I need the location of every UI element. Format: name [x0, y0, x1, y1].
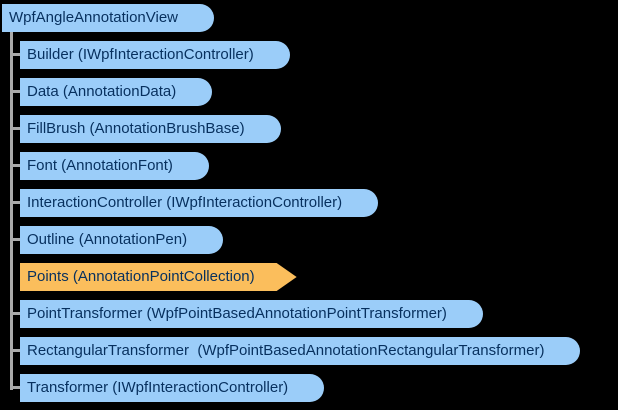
tree-node-rectangulartransformer[interactable]: RectangularTransformer (WpfPointBasedAnn…: [9, 337, 581, 365]
tree-node-builder[interactable]: Builder (IWpfInteractionController): [10, 41, 290, 69]
tree-node-interactioncontroller[interactable]: InteractionController (IWpfInteractionCo…: [9, 189, 379, 217]
tree-node-points-selected[interactable]: Points (AnnotationPointCollection): [20, 263, 297, 291]
tree-node-outline[interactable]: Outline (AnnotationPen): [9, 226, 224, 254]
tree-node-pointtransformer[interactable]: PointTransformer (WpfPointBasedAnnotatio…: [10, 300, 483, 328]
tree-node-font[interactable]: Font (AnnotationFont): [10, 152, 209, 180]
property-tree: WpfAngleAnnotationView Builder (IWpfInte…: [0, 4, 581, 402]
tree-node-data[interactable]: Data (AnnotationData): [9, 78, 213, 106]
tree-connector-trunk: [10, 31, 13, 390]
tree-node-transformer[interactable]: Transformer (IWpfInteractionController): [9, 374, 325, 402]
tree-node-fillbrush[interactable]: FillBrush (AnnotationBrushBase): [10, 115, 281, 143]
tree-node-wpf-angle-annotation-view[interactable]: WpfAngleAnnotationView: [2, 4, 214, 32]
